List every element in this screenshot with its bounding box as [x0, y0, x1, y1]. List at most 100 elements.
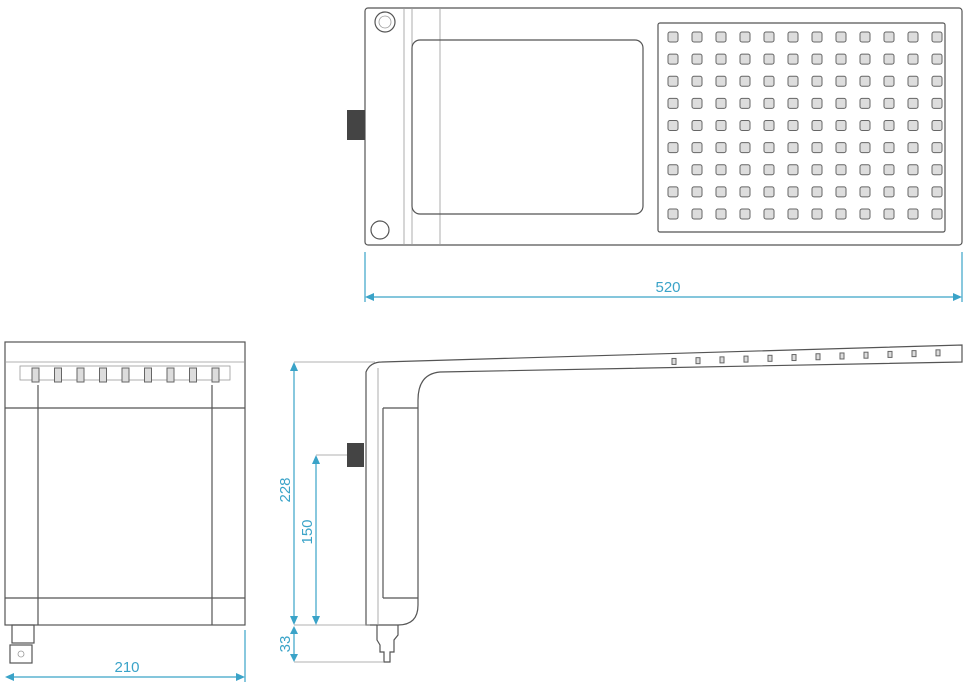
nozzle — [667, 164, 679, 176]
nozzle — [811, 75, 823, 87]
nozzle — [691, 97, 703, 109]
nozzle — [811, 120, 823, 131]
nozzle — [667, 97, 679, 109]
nozzle — [907, 75, 919, 87]
nozzle — [763, 142, 775, 154]
side-nozzle — [671, 357, 677, 365]
nozzle — [835, 164, 847, 176]
side-nozzle — [863, 351, 869, 359]
nozzle — [883, 97, 895, 109]
nozzle — [787, 31, 799, 43]
side-nozzle — [695, 357, 701, 365]
nozzle — [859, 75, 871, 87]
nozzle — [715, 142, 727, 154]
nozzle — [811, 97, 823, 109]
dimension-inlet-height-label: 150 — [299, 519, 316, 544]
nozzle — [931, 53, 943, 65]
dimension-inlet-length-label: 33 — [277, 636, 294, 653]
nozzle — [859, 164, 871, 176]
side-nozzle — [791, 354, 797, 362]
side-nozzle — [719, 356, 725, 364]
nozzle — [715, 97, 727, 109]
nozzle — [787, 53, 799, 65]
nozzle — [739, 31, 751, 43]
front-nozzle — [99, 367, 107, 383]
nozzle — [739, 53, 751, 65]
side-nozzle — [839, 352, 845, 360]
nozzle — [859, 186, 871, 198]
dimension-length-label: 520 — [655, 279, 680, 296]
nozzle — [739, 208, 751, 220]
front-nozzle — [121, 367, 130, 383]
nozzle — [787, 186, 799, 198]
nozzle — [931, 75, 943, 87]
nozzle — [739, 120, 751, 131]
nozzle — [715, 53, 727, 65]
nozzle — [667, 75, 679, 87]
nozzle — [859, 208, 871, 220]
nozzle — [691, 142, 703, 154]
nozzle — [691, 31, 703, 43]
side-nozzle — [815, 353, 821, 361]
nozzle — [907, 186, 919, 198]
nozzle — [835, 31, 847, 43]
nozzle — [883, 53, 895, 65]
nozzle — [811, 53, 823, 65]
nozzle — [835, 97, 847, 109]
side-nozzle — [935, 349, 941, 357]
dimension-height-label: 228 — [277, 477, 294, 502]
nozzle — [715, 31, 727, 43]
nozzle — [739, 164, 751, 176]
nozzle — [931, 186, 943, 198]
nozzle — [691, 120, 703, 131]
side-nozzle-row — [671, 349, 941, 365]
nozzle — [859, 142, 871, 154]
nozzle — [811, 186, 823, 198]
nozzle — [667, 120, 679, 131]
nozzle — [931, 164, 943, 176]
nozzle — [883, 142, 895, 154]
nozzle — [715, 164, 727, 176]
nozzle — [835, 75, 847, 87]
nozzle — [835, 120, 847, 131]
nozzle — [883, 164, 895, 176]
nozzle — [715, 75, 727, 87]
nozzle — [667, 31, 679, 43]
front-view: 210 — [4, 341, 246, 682]
nozzle — [787, 208, 799, 220]
nozzle — [739, 186, 751, 198]
nozzle — [667, 53, 679, 65]
nozzle — [811, 31, 823, 43]
nozzle — [667, 186, 679, 198]
nozzle — [787, 142, 799, 154]
nozzle — [883, 208, 895, 220]
side-nozzle — [743, 355, 749, 363]
nozzle — [907, 97, 919, 109]
nozzle — [739, 97, 751, 109]
nozzle — [835, 208, 847, 220]
nozzle-grid — [667, 31, 943, 220]
nozzle — [907, 142, 919, 154]
nozzle — [931, 142, 943, 154]
side-nozzle — [887, 350, 893, 358]
side-nozzle — [767, 354, 773, 362]
front-nozzle — [31, 367, 40, 383]
nozzle — [763, 186, 775, 198]
nozzle — [763, 53, 775, 65]
nozzle — [691, 53, 703, 65]
nozzle — [787, 97, 799, 109]
nozzle — [883, 31, 895, 43]
top-view: 520 — [347, 7, 963, 302]
front-nozzle — [54, 367, 62, 383]
nozzle — [859, 120, 871, 131]
nozzle — [883, 75, 895, 87]
nozzle — [835, 186, 847, 198]
nozzle — [907, 53, 919, 65]
nozzle — [835, 142, 847, 154]
nozzle — [835, 53, 847, 65]
nozzle — [667, 208, 679, 220]
front-nozzle — [144, 367, 152, 383]
nozzle — [715, 208, 727, 220]
nozzle — [931, 31, 943, 43]
